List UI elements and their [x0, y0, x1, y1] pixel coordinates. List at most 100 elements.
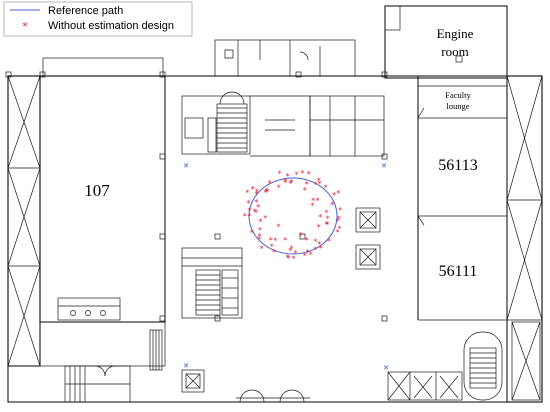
lower-stair-core [181, 247, 243, 319]
asterisk-icon: * [303, 186, 307, 195]
asterisk-icon: * [243, 212, 247, 221]
estimated-points: ****************************************… [243, 169, 342, 264]
room-56113-label: 56113 [438, 157, 477, 174]
room-107: 107 [39, 75, 166, 323]
asterisk-icon: * [286, 172, 290, 181]
legend: Reference path * Without estimation desi… [3, 1, 193, 37]
asterisk-icon: * [290, 178, 294, 187]
top-mech-block [214, 39, 356, 77]
asterisk-icon: * [338, 206, 342, 215]
faculty-lounge-label-line1: Faculty [445, 90, 471, 100]
anchor-cross-icon: ✕ [381, 162, 387, 170]
asterisk-icon: * [277, 184, 281, 193]
asterisk-icon: * [283, 236, 287, 245]
building-outline [7, 5, 543, 403]
mid-right-rooms [309, 95, 385, 157]
asterisk-icon: * [257, 235, 261, 244]
structural-columns [5, 71, 388, 322]
elevator-boxes [181, 207, 381, 393]
legend-box [3, 1, 193, 37]
asterisk-icon: * [306, 248, 310, 257]
asterisk-icon: * [254, 190, 258, 199]
asterisk-icon: * [324, 183, 328, 192]
asterisk-icon: * [310, 202, 314, 211]
asterisk-icon: * [258, 232, 262, 241]
asterisk-icon: * [326, 215, 330, 224]
asterisk-icon: * [319, 244, 323, 253]
asterisk-icon: * [283, 178, 287, 187]
asterisk-icon: * [246, 199, 250, 208]
right-brace-column [506, 75, 543, 403]
asterisk-icon: * [247, 212, 251, 221]
asterisk-icon: * [270, 242, 274, 251]
left-brace-column [7, 75, 41, 367]
asterisk-icon: * [317, 223, 321, 232]
asterisk-icon: * [254, 198, 258, 207]
asterisk-icon: * [265, 187, 269, 196]
asterisk-icon: * [263, 214, 267, 223]
faculty-lounge-label-line2: lounge [446, 101, 469, 111]
asterisk-icon: * [22, 20, 28, 33]
asterisk-icon: * [307, 170, 311, 179]
asterisk-icon: * [263, 188, 267, 197]
asterisk-icon: * [292, 255, 296, 264]
asterisk-icon: * [258, 226, 262, 235]
asterisk-icon: * [288, 247, 292, 256]
asterisk-icon: * [303, 251, 307, 260]
bottom-doors [236, 389, 310, 403]
asterisk-icon: * [336, 228, 340, 237]
asterisk-icon: * [325, 220, 329, 229]
engine-room-label-line1: Engine [437, 26, 474, 41]
asterisk-icon: * [278, 170, 282, 179]
asterisk-icon: * [316, 197, 320, 206]
asterisk-icon: * [288, 179, 292, 188]
anchor-cross-icon: ✕ [183, 362, 189, 370]
upper-stair-core [181, 91, 311, 157]
asterisk-icon: * [258, 218, 262, 227]
asterisk-icon: * [255, 188, 259, 197]
legend-reference-label: Reference path [48, 5, 123, 17]
legend-estimate-label: Without estimation design [48, 20, 174, 32]
right-rooms [385, 6, 507, 321]
asterisk-icon: * [272, 248, 276, 257]
top-left-bay [42, 57, 164, 77]
asterisk-icon: * [248, 206, 252, 215]
asterisk-icon: * [283, 177, 287, 186]
asterisk-icon: * [324, 208, 328, 217]
asterisk-icon: * [327, 237, 331, 246]
asterisk-icon: * [313, 245, 317, 254]
asterisk-icon: * [336, 189, 340, 198]
asterisk-icon: * [295, 171, 299, 180]
asterisk-icon: * [330, 201, 334, 210]
asterisk-icon: * [332, 191, 336, 200]
asterisk-icon: * [314, 237, 318, 246]
asterisk-icon: * [253, 207, 257, 216]
asterisk-icon: * [317, 176, 321, 185]
asterisk-icon: * [251, 185, 255, 194]
asterisk-icon: * [245, 188, 249, 197]
asterisk-icon: * [305, 180, 309, 189]
engine-room-block [384, 5, 508, 79]
asterisk-icon: * [286, 254, 290, 263]
engine-room-label-line2: room [441, 44, 468, 59]
anchor-cross-icon: ✕ [383, 364, 389, 372]
asterisk-icon: * [269, 236, 273, 245]
asterisk-icon: * [260, 245, 264, 254]
asterisk-icon: * [309, 250, 313, 259]
asterisk-icon: * [276, 222, 280, 231]
asterisk-icon: * [311, 197, 315, 206]
asterisk-icon: * [318, 179, 322, 188]
asterisk-icon: * [338, 224, 342, 233]
asterisk-icon: * [290, 245, 294, 254]
bottom-right-core [387, 331, 503, 401]
asterisk-icon: * [294, 249, 298, 258]
asterisk-icon: * [325, 221, 329, 230]
asterisk-icon: * [287, 254, 291, 263]
asterisk-icon: * [317, 240, 321, 249]
asterisk-icon: * [300, 169, 304, 178]
bottom-left-stair [39, 321, 166, 403]
anchor-cross-icon: ✕ [183, 162, 189, 170]
asterisk-icon: * [265, 187, 269, 196]
asterisk-icon: * [318, 213, 322, 222]
